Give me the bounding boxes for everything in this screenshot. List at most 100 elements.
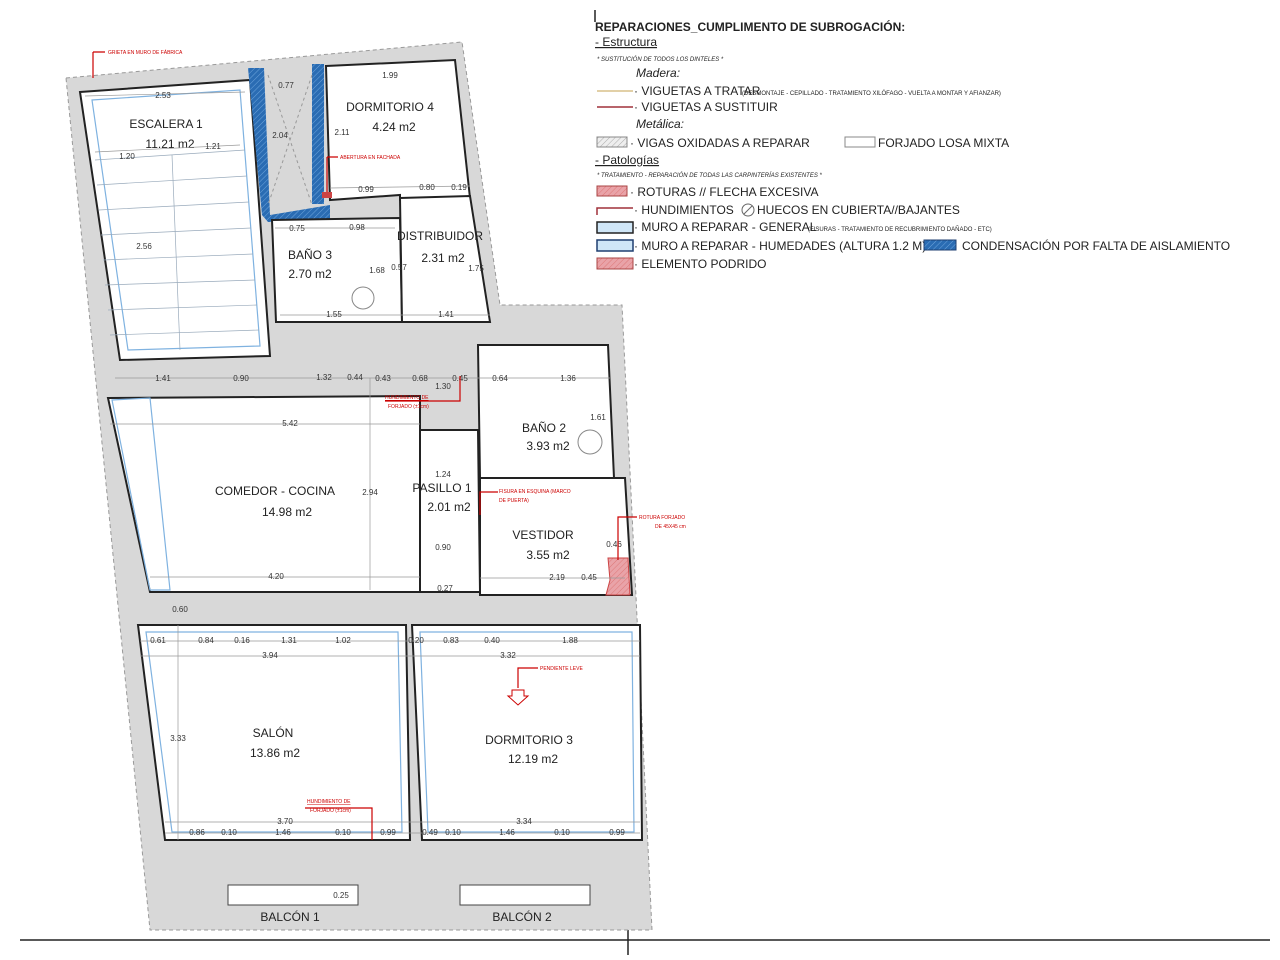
dimension-label: 1.75 [468,264,484,273]
annotation-pendiente: PENDIENTE LEVE [540,666,583,672]
dimension-label: 5.42 [282,419,298,428]
dimension-label: 1.02 [335,636,351,645]
dimension-label: 0.68 [412,374,428,383]
dimension-label: 3.70 [277,817,293,826]
dimension-label: 2.04 [272,131,288,140]
abertura-leader [326,156,338,195]
dimension-label: 3.94 [262,651,278,660]
annotation-fisura-a: FISURA EN ESQUINA (MARCO [499,489,571,495]
dimension-label: 0.43 [375,374,391,383]
dimension-label: 0.49 [422,828,438,837]
legend-muro-humedades: · MURO A REPARAR - HUMEDADES (ALTURA 1.2… [634,239,926,253]
legend-madera: Madera: [636,66,680,80]
dimension-label: 0.16 [234,636,250,645]
dimension-label: 1.31 [281,636,297,645]
dimension-label: 0.57 [391,263,407,272]
legend-podrido: · ELEMENTO PODRIDO [634,257,766,271]
room-area-dormitorio4: 4.24 m2 [372,120,416,134]
dimension-label: 0.40 [484,636,500,645]
annotation-fisura-b: DE PUERTA) [499,498,529,504]
shaft-cross [267,74,313,206]
legend-muro-general-note: (FISURAS - TRATAMIENTO DE RECUBRIMIENTO … [808,226,992,233]
room-label-dormitorio3: DORMITORIO 3 [485,733,573,747]
dimension-label: 0.46 [606,540,622,549]
dimension-label: 0.19 [451,183,467,192]
room-distribuidor [398,194,492,323]
legend-oxidadas-swatch [596,136,628,148]
legend-forjado-losa: FORJADO LOSA MIXTA [878,136,1009,150]
legend-viguetas-tratar: · VIGUETAS A TRATAR [634,84,761,98]
dimension-label: 2.11 [335,128,351,137]
dimension-label: 4.20 [268,572,284,581]
abertura-marker [322,192,332,198]
toilet-icon [577,429,603,455]
rotura-leader [617,516,637,560]
room-label-escalera: ESCALERA 1 [129,117,203,131]
room-label-bano3: BAÑO 3 [288,248,332,262]
room-label-bano2: BAÑO 2 [522,421,566,435]
dimension-label: 0.10 [335,828,351,837]
legend-roturas: · ROTURAS // FLECHA EXCESIVA [630,185,818,199]
legend-huecos: HUECOS EN CUBIERTA//BAJANTES [757,203,960,217]
room-area-comedor: 14.98 m2 [262,505,312,519]
dimension-lines [84,91,640,840]
dimension-label: 1.41 [438,310,454,319]
dimension-label: 0.99 [358,185,374,194]
legend-metalica: Metálica: [636,117,684,131]
room-area-distribuidor: 2.31 m2 [421,251,465,265]
dimension-label: 1.32 [316,373,332,382]
legend-estructura: - Estructura [595,35,657,49]
dimension-label: 1.88 [562,636,578,645]
legend-title: REPARACIONES_CUMPLIMENTO DE SUBROGACIÓN: [595,19,905,34]
dimension-label: 0.10 [221,828,237,837]
dimension-label: 0.90 [435,543,451,552]
room-label-balcon1: BALCÓN 1 [260,909,320,924]
room-area-bano2: 3.93 m2 [526,439,570,453]
legend-patologias-note: * TRATAMIENTO - REPARACIÓN DE TODAS LAS … [597,172,822,179]
dimension-label: 2.56 [136,242,152,251]
dimension-label: 1.20 [119,152,135,161]
legend-condensacion: CONDENSACIÓN POR FALTA DE AISLAMIENTO [962,238,1230,253]
dimension-label: 0.44 [347,373,363,382]
legend-muro-humedades-swatch [596,239,634,252]
slope-arrow-icon [506,689,530,706]
dimension-label: 1.68 [369,266,385,275]
legend-patologias: - Patologías [595,153,659,167]
dimension-label: 2.53 [155,91,171,100]
legend-podrido-swatch [596,257,634,270]
dimension-label: 1.21 [205,142,221,151]
dimension-label: 0.99 [609,828,625,837]
room-area-vestidor: 3.55 m2 [526,548,570,562]
room-label-dormitorio4: DORMITORIO 4 [346,100,434,114]
legend: REPARACIONES_CUMPLIMENTO DE SUBROGACIÓN:… [595,19,1230,271]
dimension-label: 1.30 [435,382,451,391]
kitchen-counter [111,397,171,591]
pendiente-leader [517,667,538,688]
room-area-bano3: 2.70 m2 [288,267,332,281]
dormitorio3-inner [419,631,635,833]
dimension-label: 0.84 [198,636,214,645]
legend-vigas-oxidadas: · VIGAS OXIDADAS A REPARAR [630,136,810,150]
dimension-label: 1.36 [560,374,576,383]
legend-viguetas-sustituir: · VIGUETAS A SUSTITUIR [634,100,778,114]
legend-muro-general: · MURO A REPARAR - GENERAL [634,220,817,234]
annotation-hundimiento2-a: HUNDIMIENTO DE [307,799,351,805]
fisura-leader [479,491,498,515]
dimension-label: 1.24 [435,470,451,479]
dimension-label: 0.83 [443,636,459,645]
dimension-label: 3.33 [170,734,186,743]
dimension-label: 3.34 [516,817,532,826]
dimension-label: 0.25 [333,891,349,900]
humidity-wall-strip [312,64,324,204]
toilet-icon [351,286,375,310]
dimension-label: 0.80 [419,183,435,192]
dimension-label: 3.32 [500,651,516,660]
dimension-label: 0.10 [554,828,570,837]
dimension-label: 1.61 [590,413,606,422]
dimension-label: 0.75 [289,224,305,233]
dimension-label: 2.19 [549,573,565,582]
huecos-icon-slash [743,205,753,215]
legend-roturas-swatch [596,185,628,197]
room-dormitorio-3 [410,624,644,841]
